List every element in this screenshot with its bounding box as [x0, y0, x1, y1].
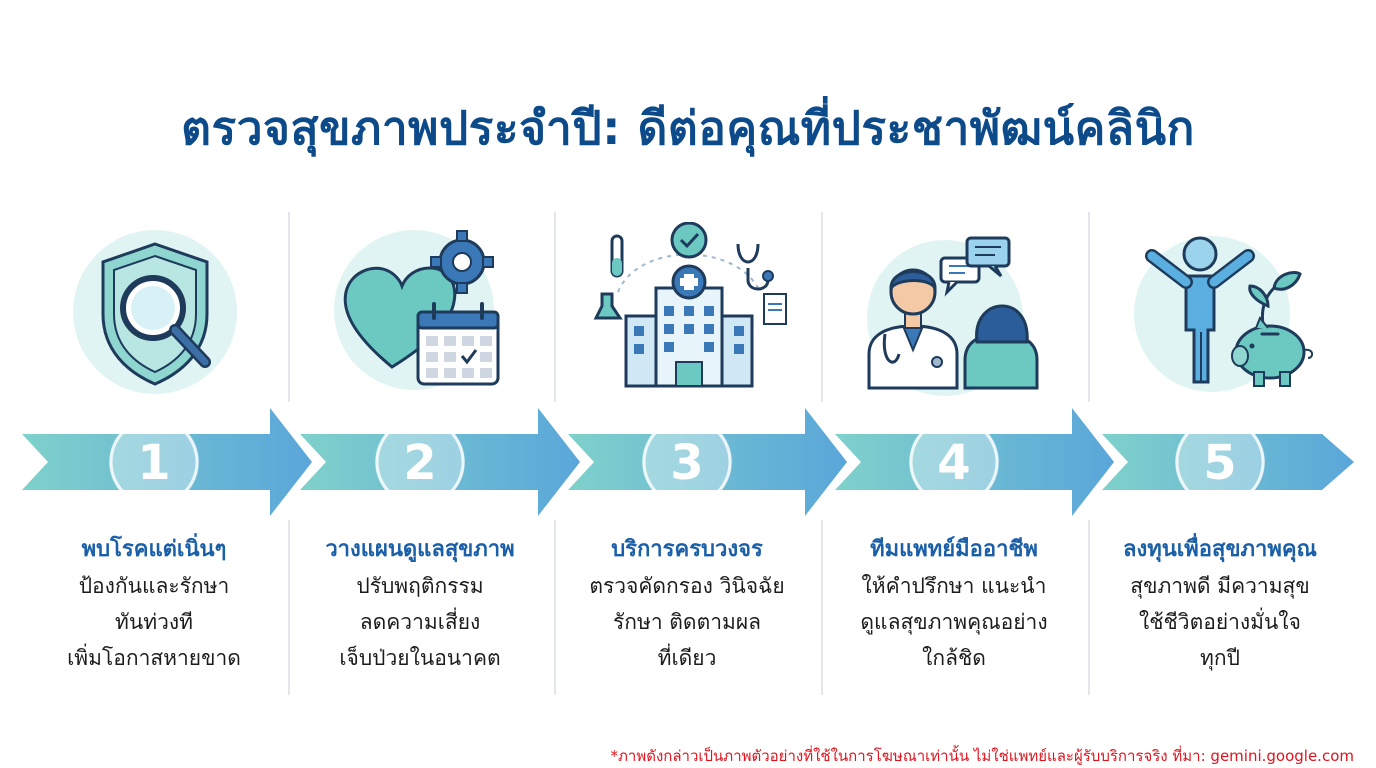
step-description-line: ใช้ชีวิตอย่างมั่นใจ — [1139, 610, 1301, 634]
divider-bottom-3 — [821, 520, 823, 695]
arrow-band — [0, 404, 1376, 524]
step-heading: ลงทุนเพื่อสุขภาพคุณ — [1123, 537, 1317, 562]
step-number-4: 4 — [937, 435, 971, 491]
divider-top-1 — [288, 212, 290, 402]
arrow-segment-3 — [568, 408, 847, 516]
step-heading: ทีมแพทย์มืออาชีพ — [870, 537, 1038, 562]
divider-top-2 — [554, 212, 556, 402]
step-description-line: ทุกปี — [1200, 646, 1240, 670]
step-column-2: วางแผนดูแลสุขภาพ ปรับพฤติกรรม ลดความเสี่… — [295, 532, 545, 676]
number-circle-1 — [109, 417, 199, 507]
number-circle-4 — [909, 417, 999, 507]
step-column-5: ลงทุนเพื่อสุขภาพคุณ สุขภาพดี มีความสุข ใ… — [1095, 532, 1345, 676]
shield-magnifier-icon — [55, 222, 255, 402]
step-description-line: เพิ่มโอกาสหายขาด — [67, 646, 241, 670]
step-description-line: ให้คำปรึกษา แนะนำ — [861, 574, 1047, 598]
divider-bottom-1 — [288, 520, 290, 695]
arrow-segment-1 — [22, 408, 312, 516]
step-column-4: ทีมแพทย์มืออาชีพ ให้คำปรึกษา แนะนำ ดูแลส… — [829, 532, 1079, 676]
step-description-line: ป้องกันและรักษา — [78, 574, 230, 598]
step-heading: พบโรคแต่เนิ่นๆ — [81, 537, 227, 562]
doctor-patient-icon — [855, 222, 1055, 402]
number-circle-5 — [1175, 417, 1265, 507]
step-number-5: 5 — [1203, 435, 1237, 491]
step-number-2: 2 — [403, 435, 437, 491]
step-description-line: ดูแลสุขภาพคุณอย่าง — [860, 610, 1048, 634]
person-piggybank-icon — [1122, 222, 1322, 402]
step-number-1: 1 — [137, 435, 171, 491]
step-description-line: สุขภาพดี มีความสุข — [1130, 574, 1310, 598]
step-heading: วางแผนดูแลสุขภาพ — [325, 537, 515, 562]
step-description-line: ที่เดียว — [657, 646, 717, 670]
step-description-line: เจ็บป่วยในอนาคต — [339, 646, 501, 670]
step-description-line: ลดความเสี่ยง — [359, 610, 481, 634]
number-circle-2 — [375, 417, 465, 507]
hospital-services-icon — [588, 222, 788, 402]
step-description-line: ปรับพฤติกรรม — [356, 574, 484, 598]
disclaimer-footnote: *ภาพดังกล่าวเป็นภาพตัวอย่างที่ใช้ในการโฆ… — [610, 747, 1354, 765]
divider-bottom-4 — [1088, 520, 1090, 695]
divider-top-3 — [821, 212, 823, 402]
step-column-1: พบโรคแต่เนิ่นๆ ป้องกันและรักษา ทันท่วงที… — [29, 532, 279, 676]
step-description-line: ตรวจคัดกรอง วินิจฉัย — [589, 574, 785, 598]
arrow-segment-4 — [835, 408, 1114, 516]
arrow-segment-2 — [300, 408, 580, 516]
arrow-segment-5 — [1102, 434, 1354, 490]
divider-bottom-2 — [554, 520, 556, 695]
divider-top-4 — [1088, 212, 1090, 402]
step-number-3: 3 — [670, 435, 704, 491]
number-circle-3 — [642, 417, 732, 507]
page-title: ตรวจสุขภาพประจำปี: ดีต่อคุณที่ประชาพัฒน์… — [181, 101, 1195, 155]
step-heading: บริการครบวงจร — [611, 537, 763, 562]
step-column-3: บริการครบวงจร ตรวจคัดกรอง วินิจฉัย รักษา… — [562, 532, 812, 676]
step-description-line: ทันท่วงที — [115, 610, 193, 634]
heart-gear-calendar-icon — [322, 222, 522, 402]
step-description-line: รักษา ติดตามผล — [612, 610, 762, 634]
step-description-line: ใกล้ชิด — [922, 646, 986, 670]
